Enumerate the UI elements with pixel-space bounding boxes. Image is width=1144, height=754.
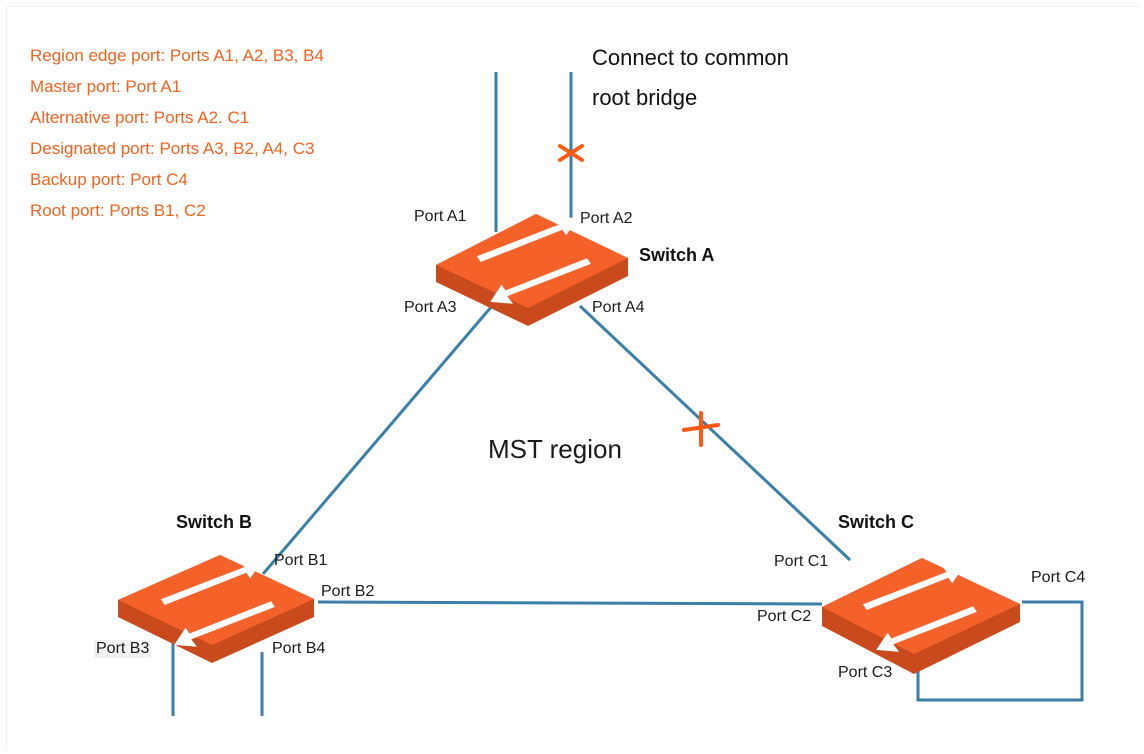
link-a4-c1 <box>578 304 852 562</box>
legend-root: Root port: Ports B1, C2 <box>30 201 206 220</box>
port-a4-label: Port A4 <box>592 299 645 316</box>
legend-alternative: Alternative port: Ports A2. C1 <box>30 108 250 127</box>
link-b2-c2 <box>317 600 823 606</box>
port-c3-label: Port C3 <box>838 664 893 681</box>
links <box>171 72 1084 716</box>
switch-c-icon <box>822 558 1020 674</box>
legend-designated: Designated port: Ports A3, B2, A4, C3 <box>30 139 315 158</box>
switch-b-label: Switch B <box>176 512 253 532</box>
port-c2-label: Port C2 <box>757 608 812 625</box>
connect-root-bridge-text: Connect to common root bridge <box>592 45 789 110</box>
blocked-marker-a4-c1 <box>682 411 720 447</box>
legend-master: Master port: Port A1 <box>30 77 182 96</box>
port-role-legend: Region edge port: Ports A1, A2, B3, B4 M… <box>30 40 324 226</box>
port-b1-label: Port B1 <box>274 552 328 569</box>
blocked-marker-a2 <box>558 144 584 162</box>
switch-b-icon <box>118 555 314 663</box>
switch-a-icon <box>436 214 628 326</box>
port-b2-label: Port B2 <box>321 583 375 600</box>
port-b4-label: Port B4 <box>272 640 326 657</box>
diagram-frame <box>6 6 1140 750</box>
port-a2-label: Port A2 <box>580 210 633 227</box>
switch-c-label: Switch C <box>838 512 915 532</box>
switch-a-label: Switch A <box>639 245 715 265</box>
legend-backup: Backup port: Port C4 <box>30 170 188 189</box>
port-c4-label: Port C4 <box>1031 569 1086 586</box>
port-a1-label: Port A1 <box>414 208 467 225</box>
mst-region-label: MST region <box>488 434 622 464</box>
link-c4-c3-loop <box>916 600 1084 702</box>
link-a3-b1 <box>261 305 494 575</box>
legend-region-edge: Region edge port: Ports A1, A2, B3, B4 <box>30 46 324 65</box>
port-c1-label: Port C1 <box>774 553 829 570</box>
port-a3-label: Port A3 <box>404 299 457 316</box>
port-b3-label: Port B3 <box>94 640 152 658</box>
